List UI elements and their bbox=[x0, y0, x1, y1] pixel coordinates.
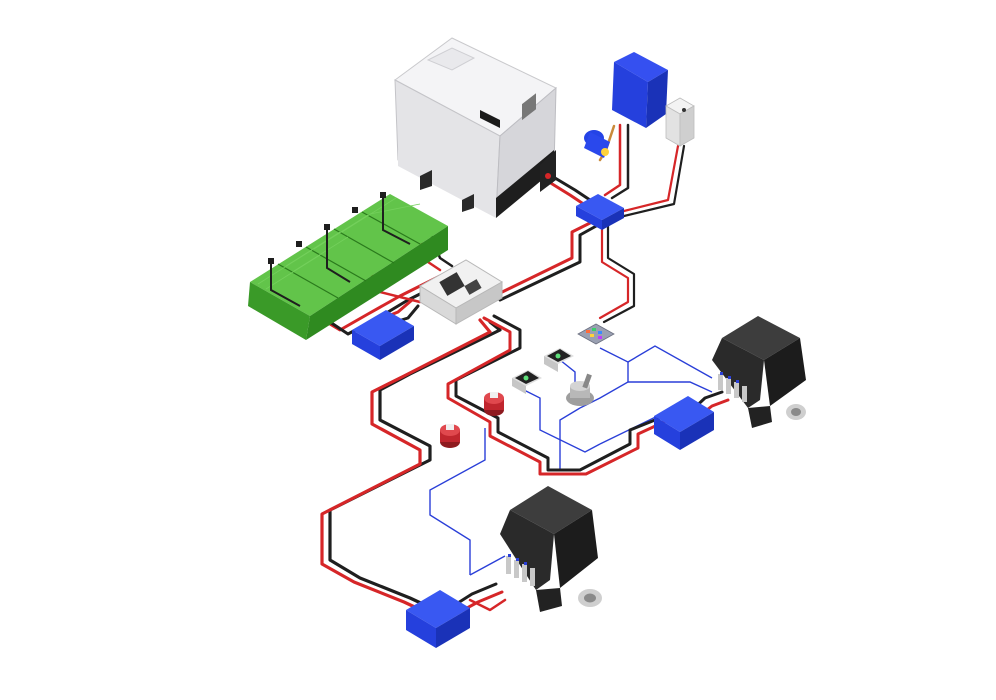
ac-outlet bbox=[665, 97, 695, 147]
battery-switch-1 bbox=[484, 392, 504, 416]
generator bbox=[394, 37, 557, 218]
controller-motor-left bbox=[406, 590, 470, 648]
shore-plug bbox=[584, 130, 610, 158]
motor-left bbox=[500, 486, 602, 612]
display-panel-2 bbox=[512, 370, 542, 394]
shore-charger bbox=[612, 52, 668, 128]
motor-right bbox=[712, 316, 806, 428]
signal-cables bbox=[429, 345, 713, 576]
battery-bank bbox=[248, 192, 448, 340]
controller-motor-right bbox=[654, 396, 714, 450]
controller-generator bbox=[576, 194, 624, 230]
color-control-panel bbox=[577, 323, 615, 345]
distribution-hub bbox=[419, 259, 503, 325]
controller-battery bbox=[352, 310, 414, 360]
display-panel-1 bbox=[544, 348, 574, 372]
battery-switch-2 bbox=[440, 424, 460, 448]
throttle-lever bbox=[566, 373, 594, 406]
